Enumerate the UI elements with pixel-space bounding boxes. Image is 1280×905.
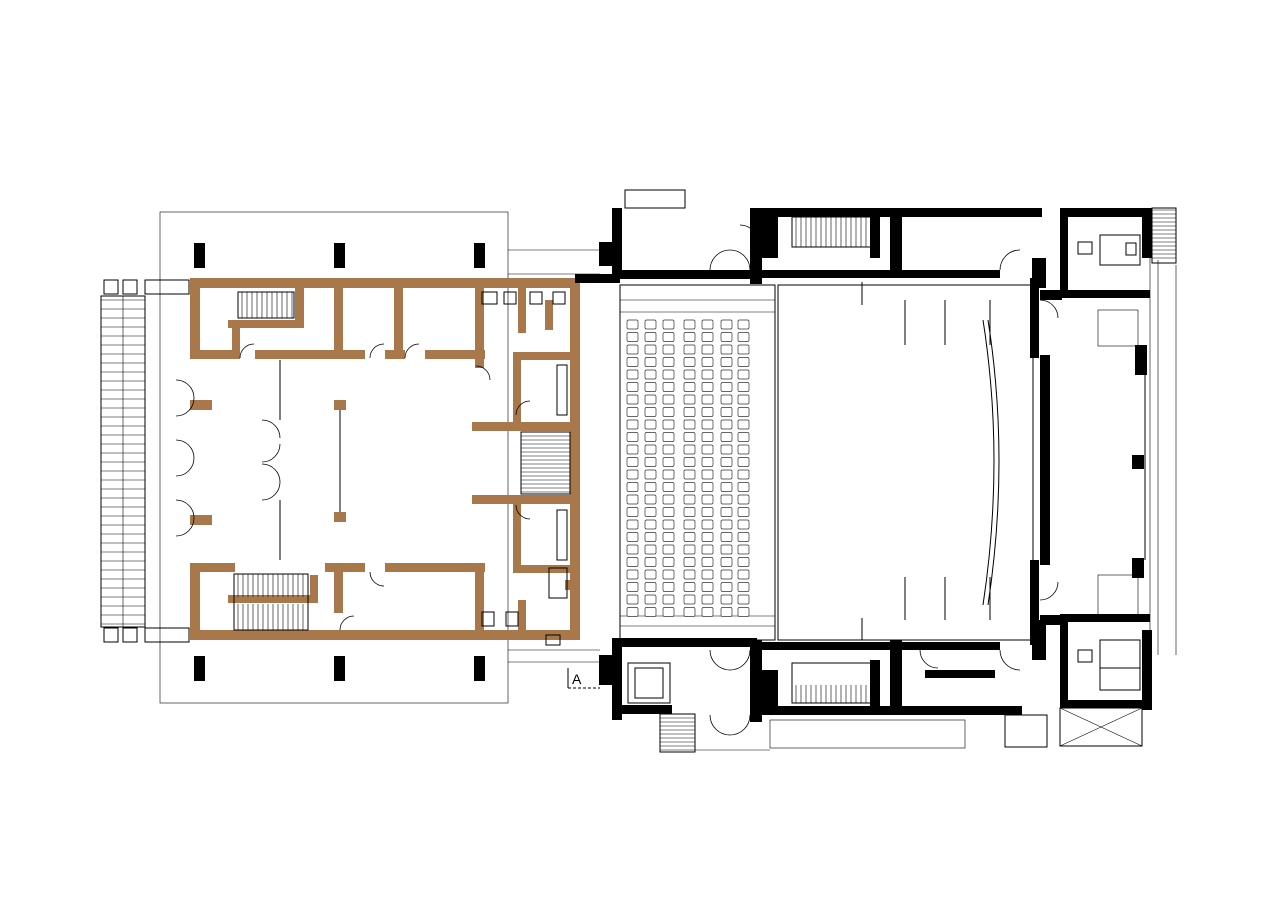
- right-toilets: [1077, 234, 1141, 691]
- right-doors: [709, 224, 1059, 736]
- left-toilets: [481, 291, 571, 646]
- backstage: [1004, 207, 1177, 748]
- renovated-walls: [190, 278, 580, 640]
- lower-walkway: [695, 719, 966, 751]
- right-wing: [575, 189, 1177, 753]
- section-marker: A: [567, 668, 600, 689]
- lobby-details: [175, 343, 531, 631]
- section-marker-label: A: [572, 671, 582, 687]
- canopy-columns: [194, 243, 485, 681]
- connector: [508, 249, 600, 663]
- left-stairs: [233, 291, 309, 631]
- auditorium-seating: [619, 284, 776, 641]
- entrance-ramp: [100, 279, 190, 643]
- existing-walls: [575, 208, 1152, 722]
- canopy-outline: [159, 211, 509, 704]
- service-stairs: [624, 189, 1176, 753]
- stage: [777, 282, 1034, 641]
- left-wing: [100, 211, 600, 704]
